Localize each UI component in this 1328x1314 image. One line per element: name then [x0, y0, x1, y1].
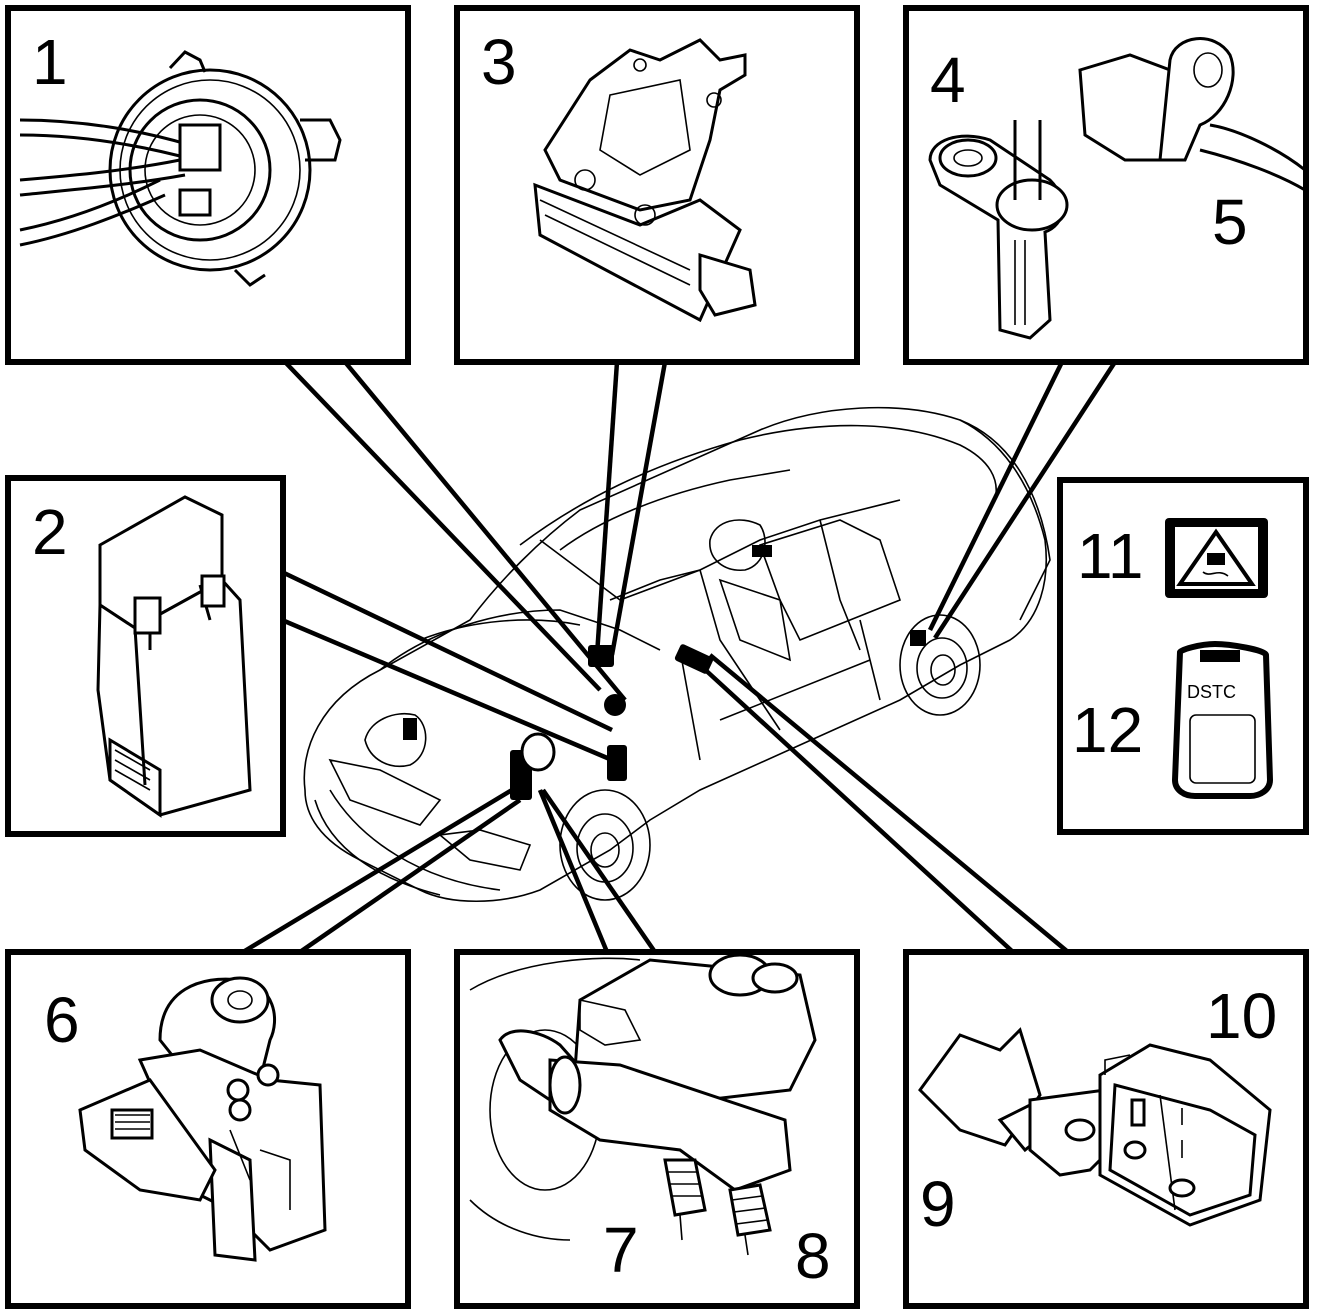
callout-11: 11 — [1077, 520, 1143, 592]
brake-master-cylinder-icon — [469, 953, 817, 1256]
panel-2: 2 — [5, 475, 286, 837]
panel-4-5: 4 5 — [903, 5, 1309, 365]
callout-6: 6 — [44, 984, 80, 1056]
callout-12: 12 — [1072, 694, 1143, 766]
abs-hydraulic-modulator-icon — [78, 976, 327, 1262]
car-illustration — [303, 406, 1051, 903]
control-module-icon — [96, 495, 252, 818]
panel-1: 1 — [5, 5, 411, 365]
warning-triangle-skid-icon — [1165, 518, 1268, 598]
callout-4: 4 — [930, 44, 966, 116]
callout-8: 8 — [795, 1220, 831, 1292]
panel-7-8: 7 8 — [454, 949, 860, 1309]
dstc-switch-icon: DSTC — [1171, 640, 1274, 799]
yaw-rate-sensor-icon — [533, 38, 757, 323]
callout-10: 10 — [1206, 980, 1277, 1052]
sensor-module-icon — [918, 1027, 1272, 1227]
callout-2: 2 — [32, 496, 68, 568]
steering-angle-sensor-icon — [19, 50, 342, 287]
panel-9-10: 9 10 — [903, 949, 1309, 1309]
callout-9: 9 — [920, 1168, 956, 1240]
callout-7: 7 — [603, 1214, 639, 1286]
leader-lines — [241, 360, 1117, 954]
callout-1: 1 — [32, 26, 68, 98]
panel-6: 6 — [5, 949, 411, 1309]
panel-3: 3 — [454, 5, 860, 365]
callout-5: 5 — [1212, 186, 1248, 258]
dstc-label: DSTC — [1187, 682, 1236, 702]
wheel-speed-sensor-icon — [928, 37, 1306, 340]
panel-11-12: 11 12 DSTC — [1057, 477, 1309, 835]
callout-3: 3 — [481, 26, 517, 98]
